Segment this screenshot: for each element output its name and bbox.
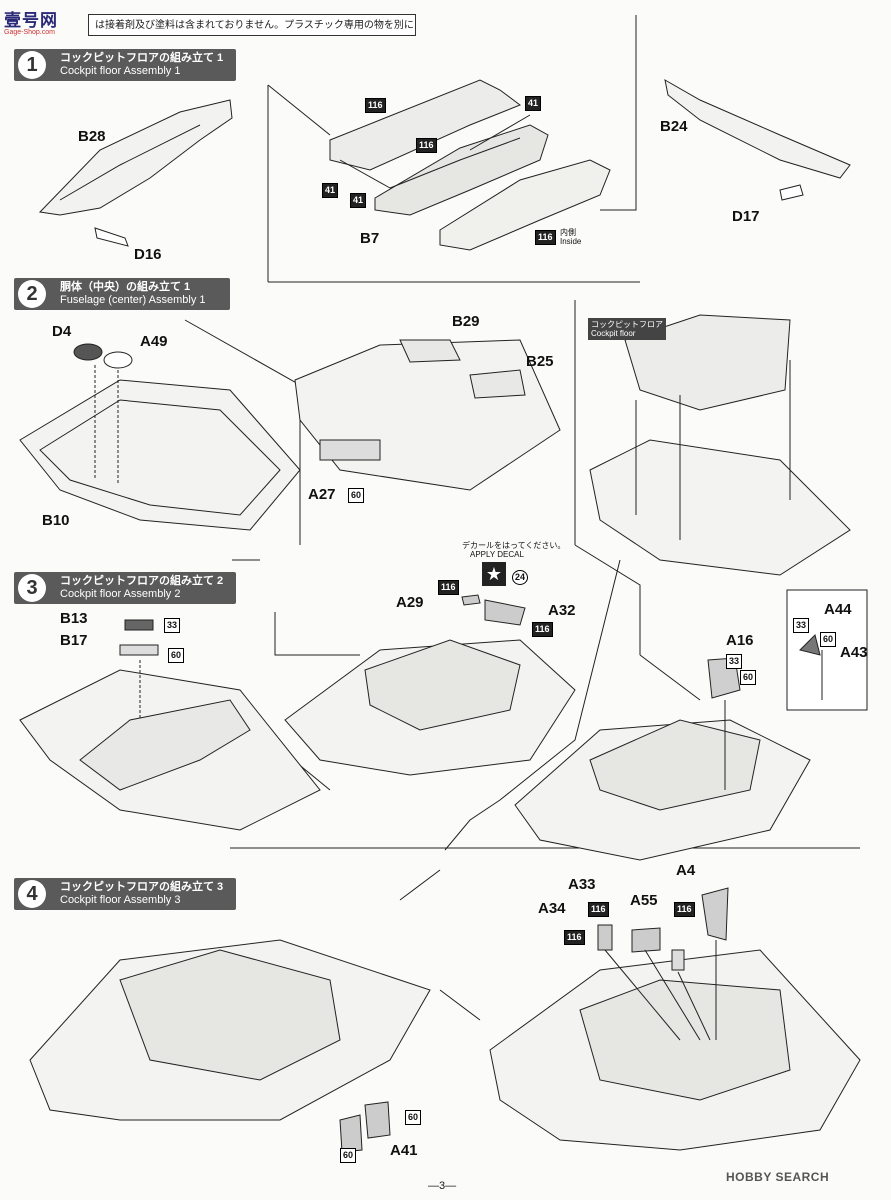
part-a49-label: A49 [140,333,168,350]
inside-note-jp: 内側 [560,228,576,237]
part-a44-label: A44 [824,601,852,618]
step-4-header: 4 コックピットフロアの組み立て 3 Cockpit floor Assembl… [14,878,236,910]
color-116-badge: 116 [532,622,553,637]
part-a55-label: A55 [630,892,658,909]
part-d16-label: D16 [134,246,162,263]
part-a16-label: A16 [726,632,754,649]
watermark: HOBBY SEARCH [726,1170,830,1184]
part-b25-label: B25 [526,353,554,370]
color-60-badge: 60 [168,648,185,663]
page-number: —3— [428,1180,457,1192]
part-a41-label: A41 [390,1142,418,1159]
part-b17-label: B17 [60,632,88,649]
color-116-badge: 116 [674,902,695,917]
color-116-badge: 116 [365,98,386,113]
part-a43-label: A43 [840,644,868,661]
part-b24-label: B24 [660,118,688,135]
step-3-header: 3 コックピットフロアの組み立て 2 Cockpit floor Assembl… [14,572,236,604]
decal-star-icon: ★ [482,562,506,586]
part-a32-label: A32 [548,602,576,619]
color-116-badge: 116 [438,580,459,595]
color-41-badge: 41 [322,183,339,198]
decal-note-en: APPLY DECAL [470,550,524,559]
color-60-badge: 60 [340,1148,357,1163]
part-b7-label: B7 [360,230,380,247]
site-logo: 壹号网 Gage-Shop.com [4,11,58,36]
decal-note-jp: デカールをはってください。 [462,541,566,550]
part-a4-label: A4 [676,862,696,879]
part-a27-label: A27 [308,486,336,503]
color-60-badge: 60 [405,1110,422,1125]
part-b28-label: B28 [78,128,106,145]
part-b29-label: B29 [452,313,480,330]
color-60-badge: 60 [348,488,365,503]
color-33-badge: 33 [164,618,181,633]
notice-box: は接着剤及び塗料は含まれておりません。プラスチック専用の物を別にお求め下さい。 [88,14,416,36]
part-b13-label: B13 [60,610,88,627]
cockpit-floor-tag: コックピットフロア Cockpit floor [588,318,666,340]
color-116-badge: 116 [564,930,585,945]
color-116-badge: 116 [535,230,556,245]
color-60-badge: 60 [820,632,837,647]
color-116-badge: 116 [588,902,609,917]
color-33-badge: 33 [793,618,810,633]
color-41-badge: 41 [350,193,367,208]
part-d4-label: D4 [52,323,72,340]
color-41-badge: 41 [525,96,542,111]
part-a33-label: A33 [568,876,596,893]
color-33-badge: 33 [726,654,743,669]
color-116-badge: 116 [416,138,437,153]
step-2-header: 2 胴体（中央）の組み立て 1 Fuselage (center) Assemb… [14,278,230,310]
part-b10-label: B10 [42,512,70,529]
part-d17-label: D17 [732,208,760,225]
color-60-badge: 60 [740,670,757,685]
part-a29-label: A29 [396,594,424,611]
step-1-header: 1 コックピットフロアの組み立て 1 Cockpit floor Assembl… [14,49,236,81]
color-24-badge: 24 [512,570,529,585]
inside-note-en: Inside [560,237,582,246]
part-a34-label: A34 [538,900,566,917]
